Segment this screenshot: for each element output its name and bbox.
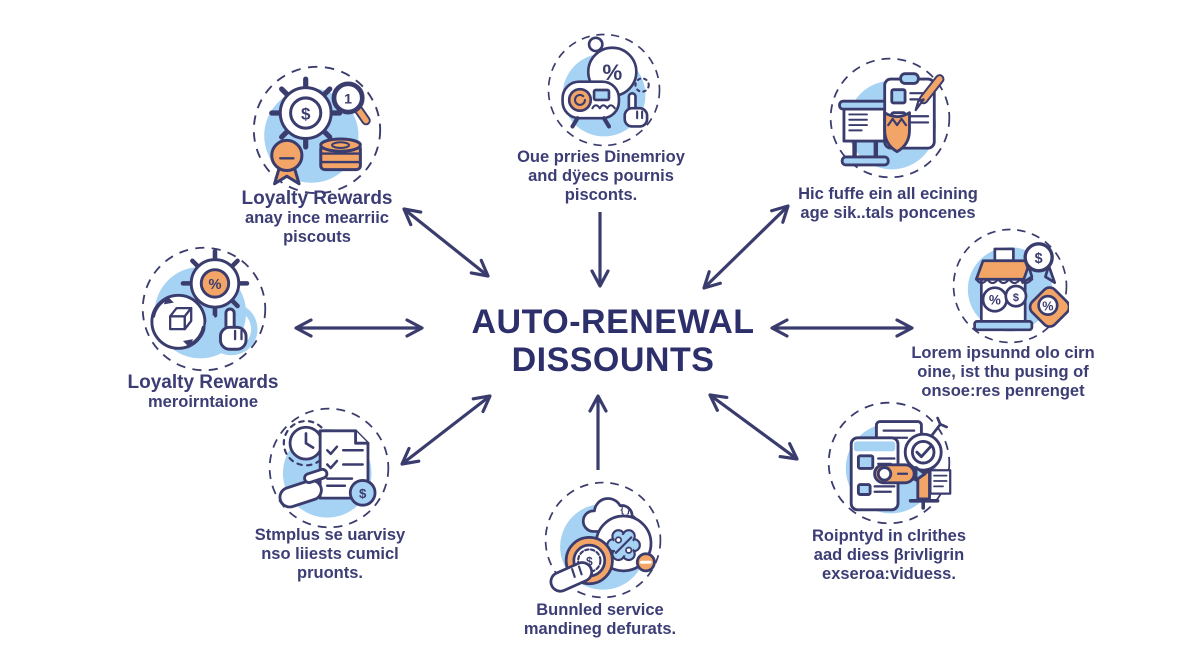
node-bottom-right-caption: Roipntyd in clrithes aad diess βrivligri… <box>764 527 1014 584</box>
bundled-coin-icon: { } $ <box>543 480 663 600</box>
svg-text:%: % <box>1042 299 1053 313</box>
svg-text:%: % <box>989 293 1001 308</box>
caption-line: Oue prries Dinemrioy <box>517 148 685 166</box>
svg-text:%: % <box>602 60 622 85</box>
arrow-topleft <box>392 196 502 290</box>
arrow-bottomright <box>698 383 810 471</box>
caption-line: Bunnled service <box>536 601 664 619</box>
caption-line: piscouts <box>283 228 351 247</box>
svg-text:$: $ <box>1013 292 1019 304</box>
caption-line: Loyalty Rewards <box>241 188 393 209</box>
caption-line: Hic fuffe ein all ecining <box>798 185 978 203</box>
node-left-caption: Loyalty Rewards meroirntaione <box>83 372 323 412</box>
caption-line: pisconts. <box>564 186 638 205</box>
contract-checklist-icon: $ <box>267 406 391 530</box>
rewards-coins-icon: $ 1 <box>251 64 383 196</box>
caption-line: exseroa:viduess. <box>822 565 956 584</box>
svg-text:$: $ <box>586 555 593 569</box>
store-pricing-icon: % $ $ % <box>951 227 1069 345</box>
node-bottom-left-caption: Stmplus se uarvisy nso liiests cumicl pr… <box>215 526 445 583</box>
title-line-2: DISSOUNTS <box>511 341 715 380</box>
arrow-topright <box>692 194 800 300</box>
renewal-cycle-icon: % <box>140 245 268 373</box>
node-top-right-caption: Hic fuffe ein all ecining age sik..tals … <box>753 185 1023 223</box>
checklist-shield-icon <box>828 56 952 180</box>
node-top-left-caption: Loyalty Rewards anay ince mearriic pisco… <box>197 188 437 248</box>
caption-line: aad diess βrivligrin <box>813 546 965 565</box>
svg-text:%: % <box>208 277 221 293</box>
discount-announcement-icon: % <box>546 32 662 148</box>
arrow-top <box>586 206 614 294</box>
caption-line: Roipntyd in clrithes <box>811 527 966 545</box>
arrow-right <box>764 312 920 344</box>
caption-line: age sik..tals poncenes <box>800 204 976 223</box>
device-toggle-icon <box>826 400 952 526</box>
svg-text:$: $ <box>1035 251 1043 267</box>
caption-line: Loyalty Rewards <box>127 372 279 393</box>
node-right-caption: Lorem ipsunnd olo cirn oine, ist thu pus… <box>873 344 1133 401</box>
title-line-1: AUTO-RENEWAL <box>471 303 755 341</box>
caption-line: Stmplus se uarvisy <box>254 526 406 544</box>
svg-text:1: 1 <box>344 91 352 107</box>
caption-line: meroirntaione <box>147 393 259 412</box>
caption-line: onsoe:res penrenget <box>921 382 1085 401</box>
caption-line: and dÿecs pournis <box>528 167 674 186</box>
caption-line: anay ince mearriic <box>244 209 389 228</box>
caption-line: mandineg defurats. <box>523 620 677 639</box>
caption-line: nso liiests cumicl <box>261 545 399 564</box>
caption-line: Lorem ipsunnd olo cirn <box>911 344 1095 362</box>
arrow-bottom <box>584 388 612 476</box>
arrow-left <box>288 312 430 344</box>
node-bottom-center-caption: Bunnled service mandineg defurats. <box>460 601 740 639</box>
svg-text:$: $ <box>301 105 311 124</box>
node-top-center-caption: Oue prries Dinemrioy and dÿecs pournis p… <box>476 148 726 205</box>
svg-text:{ }: { } <box>620 504 630 515</box>
caption-line: oine, ist thu pusing of <box>917 363 1089 382</box>
arrow-bottomleft <box>390 384 502 476</box>
caption-line: pruonts. <box>297 564 363 583</box>
svg-text:$: $ <box>359 486 367 501</box>
page-title: AUTO-RENEWAL DISSOUNTS <box>448 303 778 379</box>
